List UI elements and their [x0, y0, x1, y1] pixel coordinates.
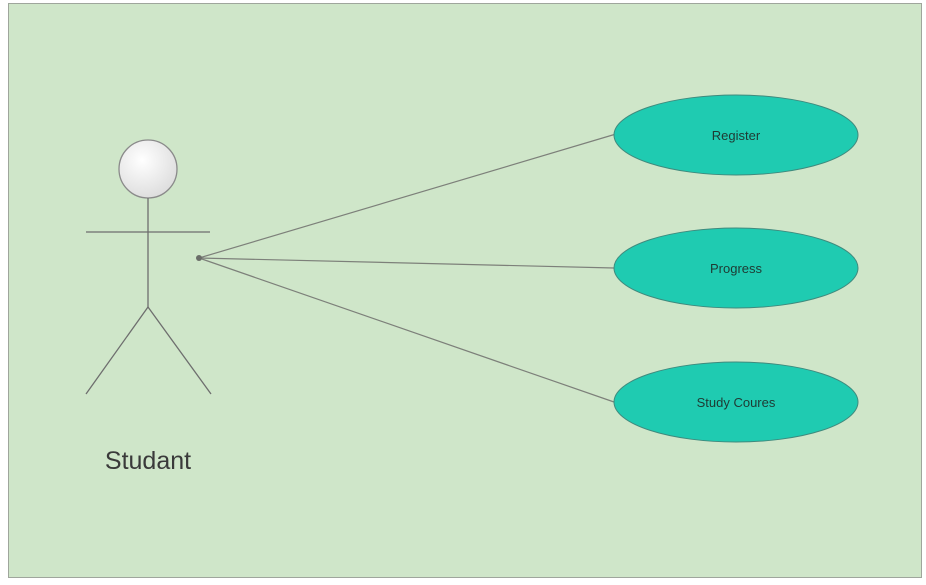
- association-anchor: [196, 255, 202, 261]
- use-case-label: Study Coures: [697, 395, 776, 410]
- actor-name: Studant: [105, 447, 191, 475]
- actor-right-leg: [147, 306, 212, 395]
- use-case-register[interactable]: Register: [613, 94, 859, 176]
- association-progress: [198, 257, 615, 269]
- association-register: [198, 133, 617, 259]
- use-case-label: Register: [712, 128, 761, 143]
- association-study-coures: [198, 257, 615, 403]
- actor-student[interactable]: [85, 139, 212, 395]
- use-case-ellipse: [613, 94, 859, 176]
- use-case-study-coures[interactable]: Study Coures: [613, 361, 859, 443]
- actor-head: [118, 139, 178, 199]
- use-case-progress[interactable]: Progress: [613, 227, 859, 309]
- actor-left-leg: [85, 306, 149, 395]
- use-case-label: Progress: [710, 261, 763, 276]
- use-case-ellipse: [613, 361, 859, 443]
- associations: [198, 133, 617, 403]
- use-case-ellipse: [613, 227, 859, 309]
